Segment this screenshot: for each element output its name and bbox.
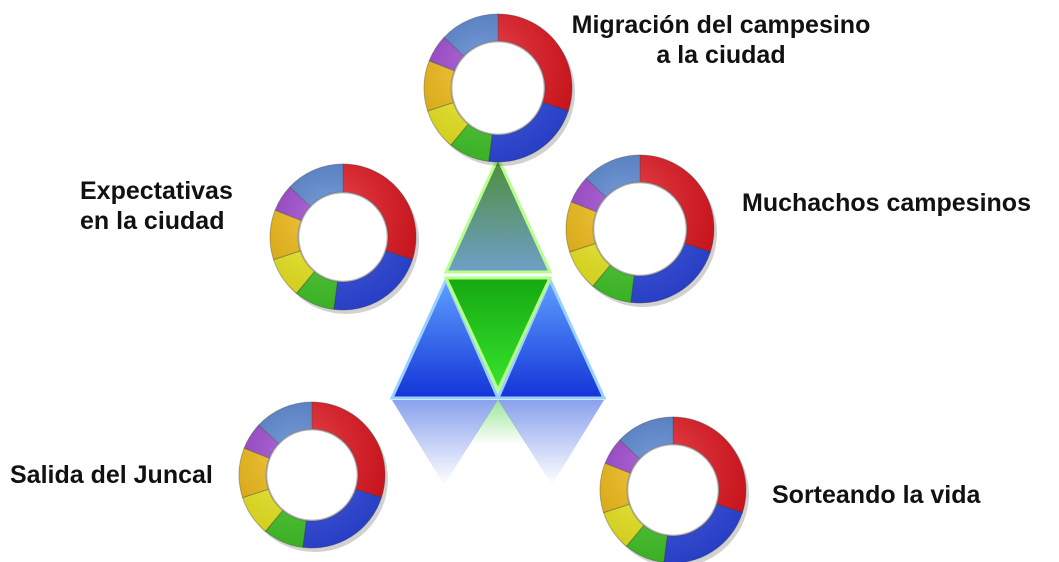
triangle-center xyxy=(443,276,553,394)
ring-hole xyxy=(627,444,719,536)
triangle-right xyxy=(495,276,607,400)
ring-right xyxy=(565,154,717,307)
ring-top xyxy=(423,13,575,166)
ring-shading xyxy=(270,164,416,310)
label-salida: Salida del Juncal xyxy=(10,460,213,490)
ring-hole xyxy=(593,182,687,276)
ring-shading xyxy=(239,402,385,548)
label-sorteando: Sorteando la vida xyxy=(772,480,980,510)
ring-hole xyxy=(451,41,545,135)
ring-bottom-left xyxy=(238,401,388,552)
triangle-left xyxy=(389,276,501,400)
label-migracion-line2: a la ciudad xyxy=(656,41,786,69)
label-sorteando-line1: Sorteando la vida xyxy=(772,481,981,509)
label-muchachos-line1: Muchachos campesinos xyxy=(742,189,1031,217)
ring-hole xyxy=(266,429,358,521)
label-muchachos: Muchachos campesinos xyxy=(742,188,1031,218)
label-migracion: Migración del campesino a la ciudad xyxy=(556,10,886,70)
label-expectativas-line1: Expectativas xyxy=(80,177,233,205)
ring-hole xyxy=(298,192,388,282)
ring-shading xyxy=(566,155,714,303)
label-expectativas: Expectativas en la ciudad xyxy=(80,176,233,236)
triangle-top xyxy=(443,154,553,274)
ring-shading xyxy=(424,14,572,162)
ring-shading xyxy=(600,417,746,562)
pyramid-reflection xyxy=(392,400,604,485)
pyramid xyxy=(389,154,607,400)
label-salida-line1: Salida del Juncal xyxy=(10,461,213,489)
ring-bottom-right xyxy=(599,416,749,562)
label-expectativas-line2: en la ciudad xyxy=(80,207,225,235)
label-migracion-line1: Migración del campesino xyxy=(571,11,871,39)
ring-left xyxy=(269,163,419,314)
